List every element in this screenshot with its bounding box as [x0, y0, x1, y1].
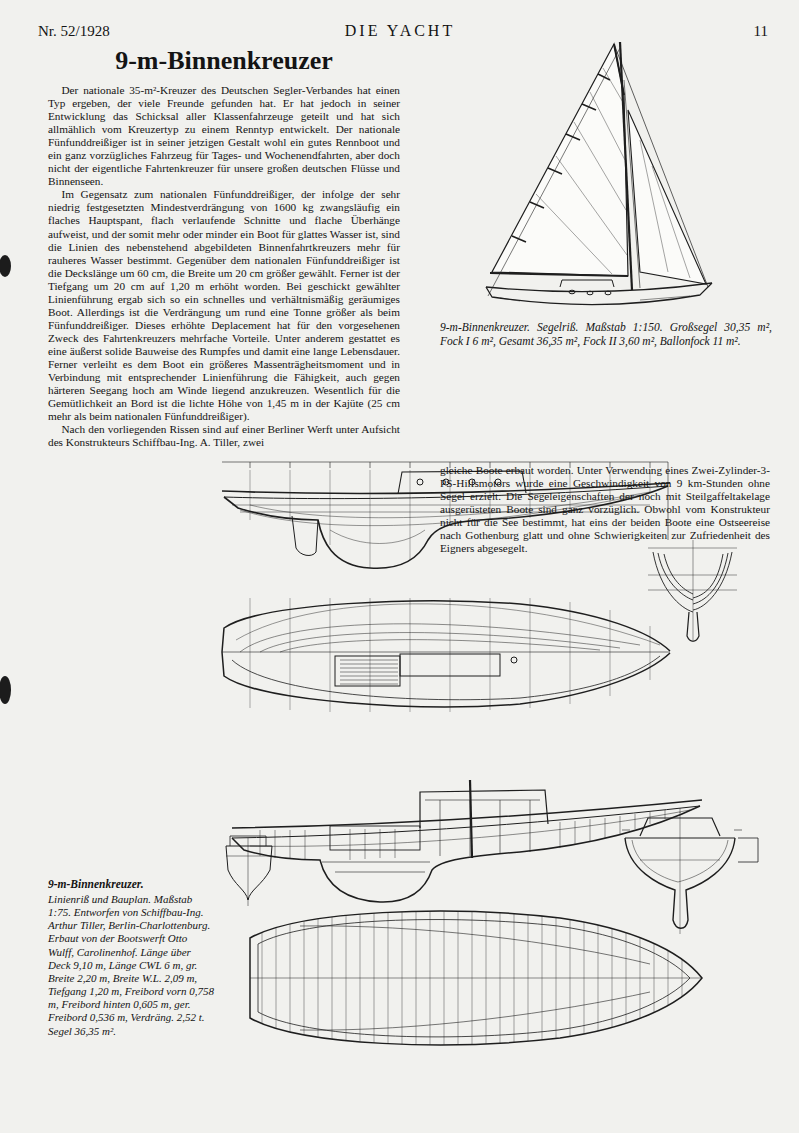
midship-section	[622, 812, 758, 934]
figure-caption: Linienriß und Bauplan. Maßstab 1:75. Ent…	[48, 893, 214, 1038]
figure-caption-title: 9-m-Binnenkreuzer.	[48, 878, 214, 892]
sail-plan	[614, 44, 708, 287]
midship-section	[640, 812, 720, 934]
sail-plan	[490, 273, 628, 276]
construction-profile	[232, 800, 702, 828]
ink-blot	[0, 255, 11, 277]
deck-plan	[250, 978, 702, 979]
half-breadth-plan	[335, 656, 400, 686]
stern-section	[226, 838, 272, 906]
construction-profile	[250, 810, 690, 846]
figure-caption: 9-m-Binnenkreuzer. Segelriß. Maßstab 1:1…	[440, 321, 772, 349]
sail-plan	[486, 283, 712, 292]
construction-profile	[425, 800, 540, 856]
stern-section	[226, 836, 272, 906]
sail-plan	[500, 296, 690, 301]
deck-plan	[262, 900, 682, 1060]
sail-plan	[486, 283, 712, 305]
body-plan	[648, 540, 737, 642]
construction-profile	[322, 862, 430, 872]
half-breadth-plan	[236, 604, 660, 645]
construction-profile	[330, 826, 420, 850]
lines-plan-profile	[417, 479, 423, 485]
body-paragraph: Der nationale 35-m²-Kreuzer des Deutsche…	[48, 84, 400, 188]
midship-section	[622, 830, 742, 831]
stern-section	[226, 846, 272, 900]
sail-plan	[486, 42, 712, 305]
body-paragraph: Nach den vorliegenden Rissen sind auf ei…	[48, 423, 400, 449]
half-breadth-plan	[222, 601, 670, 652]
half-breadth-plan	[222, 652, 670, 707]
issue-number: Nr. 52/1928	[38, 22, 178, 40]
construction-profile	[232, 806, 700, 838]
half-breadth-plan	[400, 654, 500, 676]
ink-blot	[0, 255, 11, 704]
half-breadth-plan	[240, 624, 640, 652]
body-plan	[648, 540, 737, 642]
sail-plan	[492, 44, 628, 276]
half-breadth-plan	[222, 598, 670, 712]
body-plan	[653, 552, 693, 612]
magazine-name: DIE YACHT	[290, 21, 510, 40]
body-plan	[693, 552, 732, 610]
construction-profile	[470, 780, 472, 858]
article-title: 9-m-Binnenkreuzer	[48, 46, 400, 76]
body-plan	[687, 612, 699, 641]
half-breadth-plan	[511, 657, 517, 663]
sail-plan	[640, 140, 690, 278]
deck-plan	[250, 900, 702, 1060]
deck-plan	[250, 911, 702, 1045]
sail-plan	[569, 290, 575, 294]
half-breadth-plan	[222, 652, 670, 653]
construction-profile	[232, 780, 702, 902]
sail-plan	[587, 291, 593, 295]
text-column: gleiche Boote erbaut worden. Unter Verwe…	[440, 464, 770, 555]
lines-plan-profile	[292, 516, 318, 555]
sail-plan	[624, 80, 640, 288]
sail-plan	[560, 280, 614, 287]
sail-plan	[614, 44, 624, 95]
midship-section	[738, 838, 758, 862]
construction-profile	[420, 790, 548, 828]
construction-profile	[260, 808, 680, 860]
sail-plan	[605, 291, 611, 295]
text-column: Der nationale 35-m²-Kreuzer des Deutsche…	[48, 84, 400, 449]
sail-plan	[536, 68, 627, 274]
sail-plan	[488, 48, 620, 296]
ink-blot	[0, 676, 11, 704]
body-paragraph: Im Gegensatz zum nationalen Fünfunddreiß…	[48, 188, 400, 423]
sail-plan	[628, 110, 706, 284]
page-number: 11	[690, 22, 768, 40]
half-breadth-plan	[340, 660, 398, 684]
deck-plan	[300, 926, 650, 1030]
body-paragraph: gleiche Boote erbaut worden. Unter Verwe…	[440, 464, 770, 555]
deck-plan	[262, 900, 682, 1060]
stern-section	[230, 836, 266, 846]
half-breadth-plan	[232, 656, 660, 700]
